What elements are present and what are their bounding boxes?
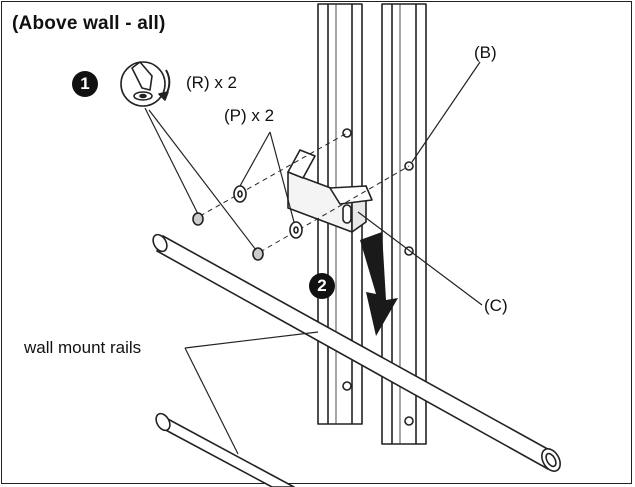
wall-mount-rail-lower (155, 412, 295, 487)
bracket-c (287, 149, 373, 233)
label-washer-p: (P) x 2 (224, 106, 275, 125)
label-screw-r: (R) x 2 (186, 73, 237, 92)
screw-r (192, 212, 264, 261)
wall-mount-rail-upper (152, 233, 561, 472)
label-wall-mount-rails: wall mount rails (24, 338, 142, 357)
label-c: (C) (484, 296, 508, 315)
screwdriver-rotate-icon (120, 61, 171, 107)
step-2-badge: 2 (309, 273, 335, 299)
alignment-lines (199, 132, 410, 253)
down-arrow-icon (360, 232, 398, 336)
leader-lines (144, 61, 483, 455)
step-1-badge: 1 (72, 71, 98, 97)
label-b: (B) (474, 43, 497, 62)
diagram-title: (Above wall - all) (12, 13, 166, 34)
